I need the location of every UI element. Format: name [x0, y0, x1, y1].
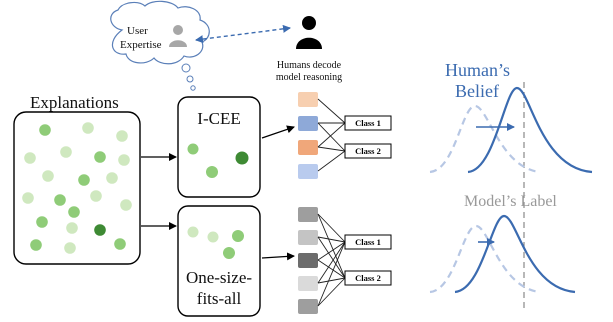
explanation-dot: [116, 130, 128, 142]
icee-box: [177, 96, 261, 198]
icee-feature-1: [298, 92, 318, 107]
onesize-feature-1: [298, 207, 318, 222]
icee-class2-box: [344, 143, 392, 159]
onesize-title-1: One-size-: [186, 268, 252, 287]
onesize-dot: [207, 231, 219, 243]
icee-class1-box: [344, 115, 392, 131]
cloud-bubble-2: [186, 75, 194, 83]
icee-feature-4: [298, 164, 318, 179]
explanation-dot: [118, 154, 130, 166]
arrow-icee-features: [261, 125, 295, 139]
icee-feature-3: [298, 140, 318, 155]
onesize-class2-label: Class 2: [355, 273, 381, 283]
posterior-belief-curve-bottom: [454, 214, 576, 294]
humans-decode-label-2: model reasoning: [276, 72, 342, 83]
explanation-dot: [24, 152, 36, 164]
explanation-dot: [90, 190, 102, 202]
explanation-dot: [114, 238, 126, 250]
explanation-dot: [42, 170, 54, 182]
explanation-dot: [94, 224, 106, 236]
onesize-feature-2: [298, 230, 318, 245]
onesize-feature-3: [298, 253, 318, 268]
explanation-dots: [22, 122, 132, 254]
expertise-link-arrow: [195, 24, 291, 44]
onesize-dot: [187, 226, 199, 238]
onesize-title-2: fits-all: [197, 289, 242, 308]
icee-dot: [235, 151, 249, 165]
explanation-dot: [66, 222, 78, 234]
icee-class2-label: Class 2: [355, 146, 381, 156]
onesize-dot: [232, 230, 244, 242]
arrow-onesize-features: [261, 252, 295, 261]
cloud-text-user: User: [127, 25, 148, 37]
icee-class1-label: Class 1: [355, 118, 381, 128]
explanation-dot: [68, 206, 80, 218]
humans-belief-label-1: Human’s: [445, 60, 510, 80]
prior-belief-curve-bottom: [429, 224, 541, 294]
explanation-dot: [36, 216, 48, 228]
posterior-belief-curve-top: [467, 86, 593, 174]
cloud-bubble-3: [190, 85, 196, 91]
explanation-dot: [120, 199, 132, 211]
icee-dot: [187, 143, 199, 155]
explanation-dot: [39, 124, 51, 136]
humans-decode-label-1: Humans decode: [277, 60, 342, 71]
user-gray-icon: [169, 25, 187, 47]
icee-connections: [317, 98, 346, 172]
onesize-feature-5: [298, 299, 318, 314]
explanation-dot: [106, 172, 118, 184]
onesize-dot: [223, 247, 235, 259]
explanations-title: Explanations: [30, 93, 119, 112]
person-icon: [296, 16, 322, 49]
onesize-feature-4: [298, 276, 318, 291]
onesize-class1-box: [344, 234, 392, 250]
icee-dot: [206, 166, 218, 178]
cloud-text-expertise: Expertise: [120, 39, 162, 51]
models-label-text: Model’s Label: [464, 193, 557, 210]
icee-title: I-CEE: [197, 109, 240, 128]
explanation-dot: [78, 174, 90, 186]
prior-belief-curve-top: [429, 104, 541, 174]
icee-feature-2: [298, 116, 318, 131]
explanation-dot: [22, 192, 34, 204]
explanation-dot: [64, 242, 76, 254]
onesize-connections: [317, 213, 346, 307]
user-expertise-cloud: User Expertise: [110, 0, 210, 91]
explanation-dot: [82, 122, 94, 134]
cloud-bubble-1: [181, 63, 191, 73]
explanation-dot: [30, 239, 42, 251]
onesize-class1-label: Class 1: [355, 237, 381, 247]
onesize-class2-box: [344, 270, 392, 286]
explanation-dot: [94, 151, 106, 163]
explanation-dot: [54, 194, 66, 206]
explanation-dot: [60, 146, 72, 158]
humans-belief-label-2: Belief: [455, 81, 499, 101]
